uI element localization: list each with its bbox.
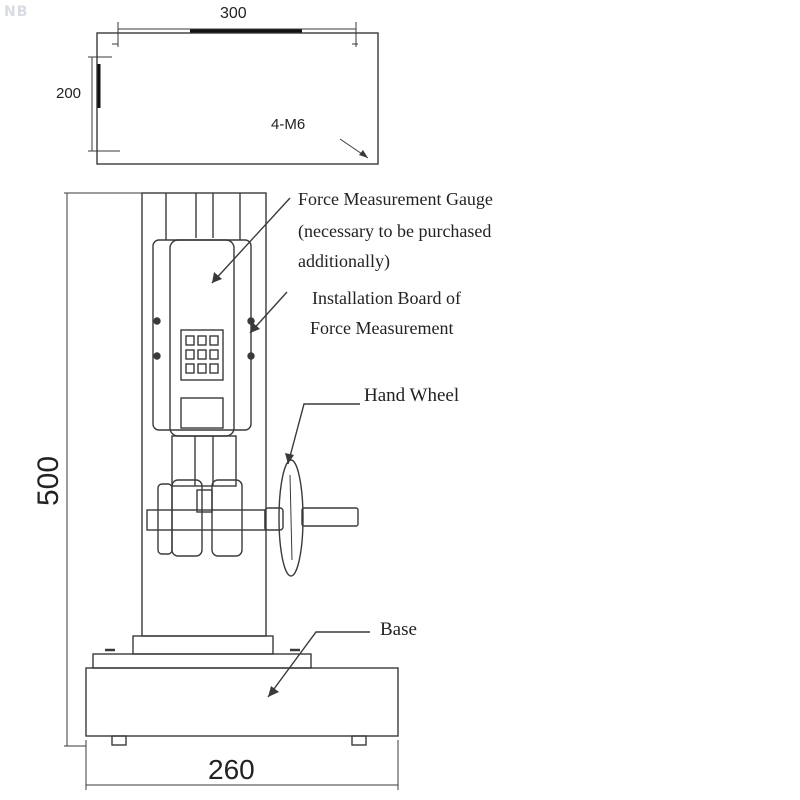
label-gauge-line3: additionally) xyxy=(298,251,390,271)
dim-base-width: 260 xyxy=(208,754,255,785)
hand-wheel xyxy=(278,459,359,577)
dim-height: 500 xyxy=(32,455,65,506)
label-hand-wheel: Hand Wheel xyxy=(364,385,460,406)
dim-top-width: 300 xyxy=(220,5,247,22)
label-board-line1: Installation Board of xyxy=(312,288,461,308)
force-gauge xyxy=(152,239,255,437)
leader-arrows xyxy=(211,197,370,698)
label-board-line2: Force Measurement xyxy=(310,318,454,338)
dim-holes: 4-M6 xyxy=(271,116,306,133)
dim-top-height: 200 xyxy=(56,85,82,102)
top-view-plate xyxy=(88,22,379,165)
carriage xyxy=(146,435,284,557)
label-gauge-line2: (necessary to be purchased xyxy=(298,221,492,241)
nb-logo: NB xyxy=(4,4,29,20)
label-gauge-line1: Force Measurement Gauge xyxy=(298,189,493,209)
base xyxy=(85,635,399,790)
label-base: Base xyxy=(380,619,417,640)
